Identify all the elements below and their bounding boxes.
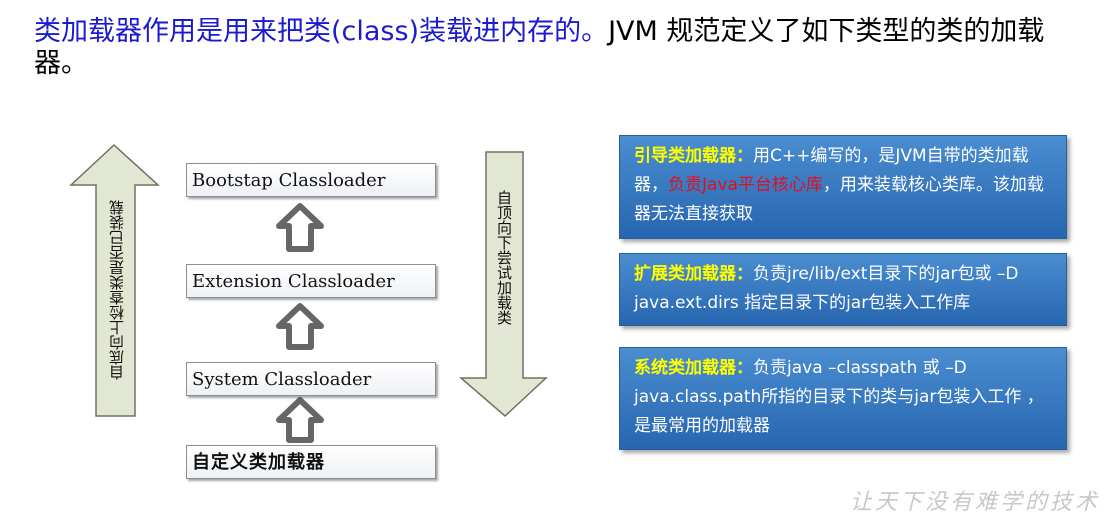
extension-info-title: 扩展类加载器： <box>634 264 753 284</box>
up-arrow-label: 自底向上检查类是否已装载 <box>108 200 126 380</box>
title-part2: JVM 规范定义了如下类型的类的加载器。 <box>34 16 1045 79</box>
page-title: 类加载器作用是用来把类(class)装载进内存的。JVM 规范定义了如下类型的类… <box>34 16 1074 80</box>
system-info-box: 系统类加载器：负责java –classpath 或 –D java.class… <box>619 347 1067 450</box>
custom-classloader-box: 自定义类加载器 <box>186 445 436 479</box>
down-arrow-label: 自顶向下尝试加载类 <box>495 190 513 325</box>
bootstrap-info-text-1: 用C++编写的，是JVM自带的类加载器， <box>634 146 1029 195</box>
up-arrow <box>69 143 160 417</box>
diagram-arrows <box>69 143 548 443</box>
system-classloader-box: System Classloader <box>186 362 436 396</box>
extension-info-box: 扩展类加载器：负责jre/lib/ext目录下的jar包或 –D java.ex… <box>619 253 1067 326</box>
small-up-arrow-2 <box>276 303 324 350</box>
extension-classloader-box: Extension Classloader <box>186 264 436 298</box>
watermark: 让天下没有难学的技术 <box>850 490 1101 515</box>
classloader-diagram: 自底向上检查类是否已装载 自顶向下尝试加载类 Bootstap Classloa… <box>69 143 548 479</box>
bootstrap-info-box: 引导类加载器：用C++编写的，是JVM自带的类加载器，负责Java平台核心库，用… <box>619 135 1067 239</box>
small-up-arrow-1 <box>276 203 324 252</box>
system-info-title: 系统类加载器： <box>634 358 753 378</box>
bootstrap-info-highlight: 负责Java平台核心库 <box>668 175 823 195</box>
extension-info-text: 负责jre/lib/ext目录下的jar包或 –D java.ext.dirs … <box>634 264 1019 313</box>
system-info-text: 负责java –classpath 或 –D java.class.path所指… <box>634 358 1044 436</box>
title-part1: 类加载器作用是用来把类(class)装载进内存的。 <box>34 16 609 47</box>
bootstrap-classloader-box: Bootstap Classloader <box>186 163 436 197</box>
down-arrow <box>458 151 548 418</box>
bootstrap-info-text-2: ，用来装载核心类库。该加载器无法直接获取 <box>634 175 1044 224</box>
small-up-arrow-3 <box>276 397 324 443</box>
bootstrap-info-title: 引导类加载器： <box>634 146 753 166</box>
